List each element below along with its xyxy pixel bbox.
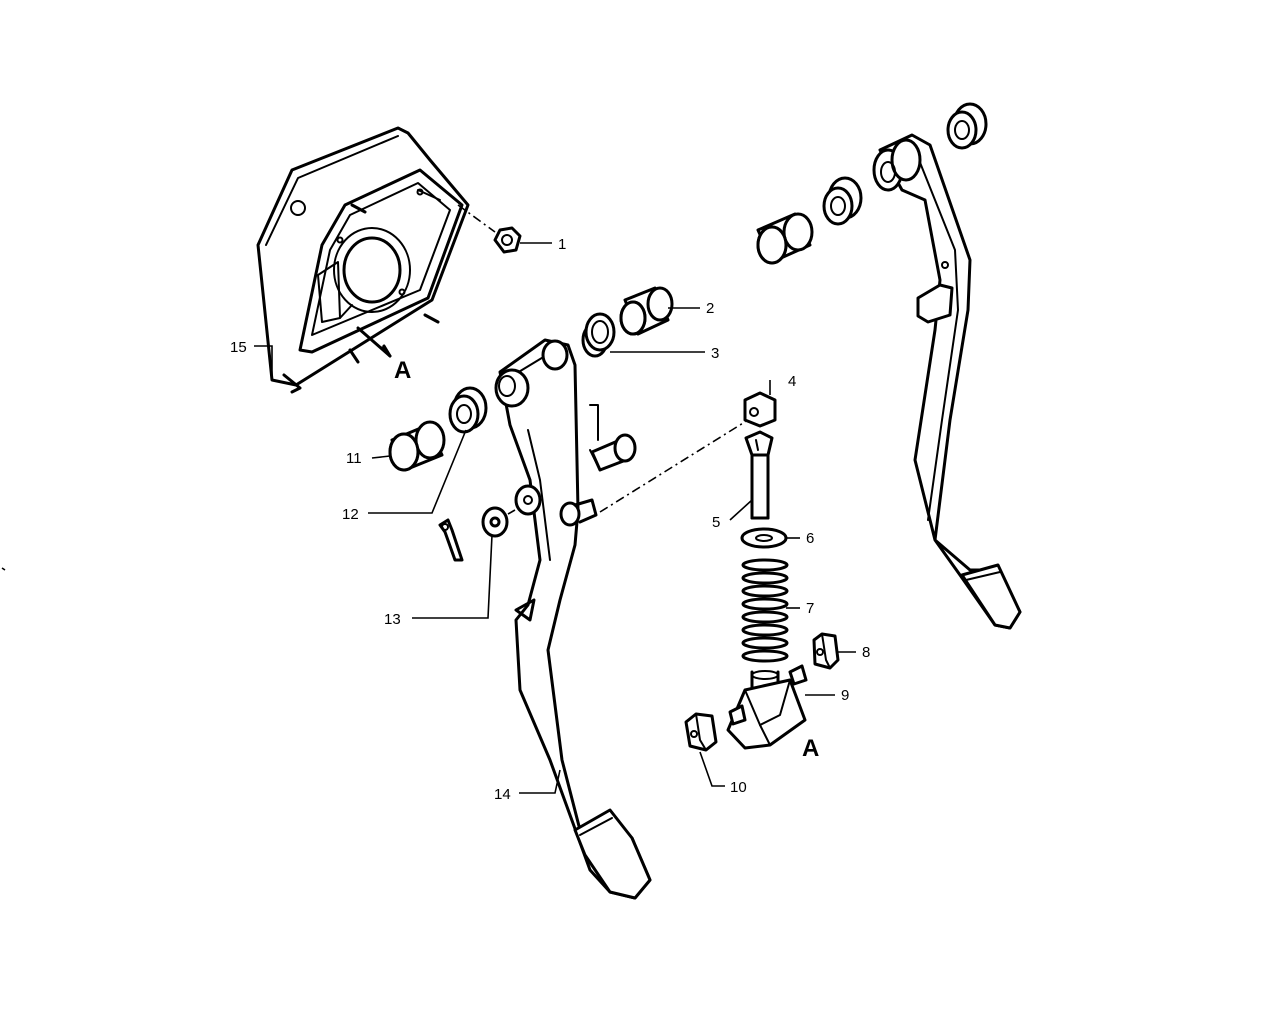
bush-2 xyxy=(619,286,674,336)
spring-base-9 xyxy=(726,664,808,750)
bush-10 xyxy=(684,712,718,752)
callout-1: 1 xyxy=(558,236,566,253)
leader-lines xyxy=(1,242,856,794)
callout-6: 6 xyxy=(806,530,814,547)
callout-15: 15 xyxy=(230,339,247,356)
spring-7 xyxy=(741,558,789,663)
washer-13 xyxy=(481,506,516,538)
bush-8 xyxy=(812,632,840,670)
marker-a-spring-base: A xyxy=(802,735,819,762)
clutch-pedal-14 xyxy=(494,338,652,900)
callout-5: 5 xyxy=(712,514,720,531)
callout-3: 3 xyxy=(711,345,719,362)
brake-pedal-bush-large xyxy=(756,212,814,265)
push-rod-5 xyxy=(744,430,774,520)
brake-pedal-bush-top xyxy=(946,102,988,150)
mounting-bracket-15 xyxy=(256,126,470,394)
callout-2: 2 xyxy=(706,300,714,317)
brake-pedal-bush-flanged xyxy=(822,176,863,226)
marker-a-bracket: A xyxy=(394,357,411,384)
clip-12 xyxy=(438,518,464,562)
callout-11: 11 xyxy=(346,450,362,467)
callout-12: 12 xyxy=(342,506,359,523)
callout-8: 8 xyxy=(862,644,870,661)
callout-7: 7 xyxy=(806,600,814,617)
centre-line xyxy=(599,419,749,513)
flanged-bush-12 xyxy=(448,386,488,434)
clip-4 xyxy=(743,391,777,428)
callout-4: 4 xyxy=(788,373,796,390)
washer-6 xyxy=(740,527,788,549)
brake-pedal xyxy=(872,133,1022,630)
nut-1 xyxy=(457,204,522,254)
flanged-bush-3 xyxy=(581,312,616,358)
callout-10: 10 xyxy=(730,779,747,796)
callout-9: 9 xyxy=(841,687,849,704)
callout-labels: 1 2 3 4 5 6 7 8 9 10 11 12 13 14 15 A A xyxy=(230,236,870,803)
clevis-pin xyxy=(589,404,637,472)
bush-11 xyxy=(388,420,446,472)
callout-14: 14 xyxy=(494,786,511,803)
callout-13: 13 xyxy=(384,611,401,628)
